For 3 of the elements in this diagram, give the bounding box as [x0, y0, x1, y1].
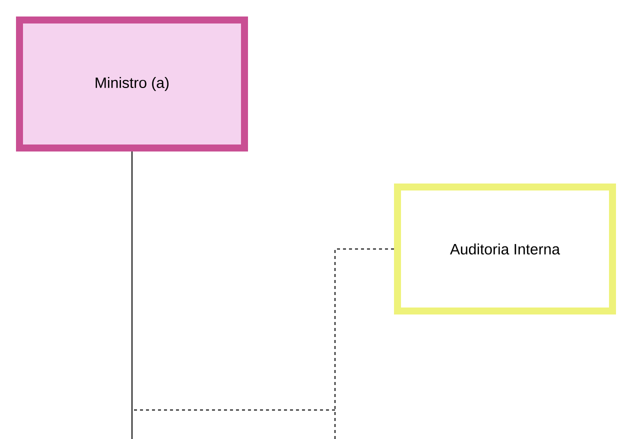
- org-box: Ministro (a): [16, 16, 248, 152]
- connector-line: [132, 248, 394, 439]
- org-box: Auditoria Interna: [394, 184, 616, 314]
